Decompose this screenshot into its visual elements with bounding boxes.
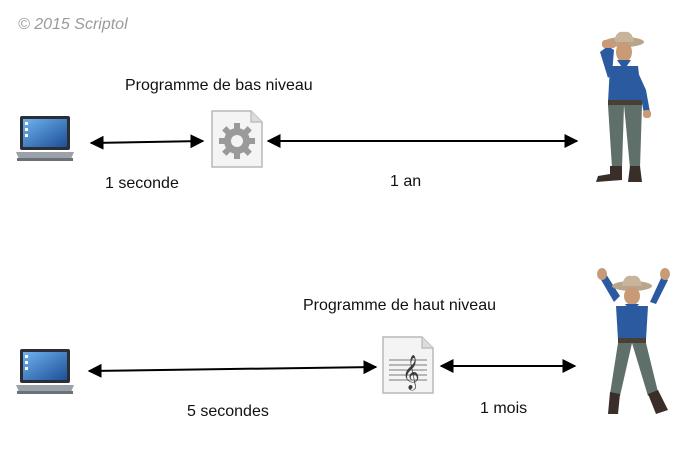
gear-document-icon (211, 110, 263, 168)
arrow-computer-to-low-program (89, 134, 205, 150)
cowboy-cheering-icon (597, 268, 670, 414)
top-computer-time-label: 1 seconde (105, 175, 179, 192)
bottom-computer-time-label: 5 secondes (187, 403, 269, 420)
arrow-computer-to-high-program (87, 360, 378, 378)
copyright-text: © 2015 Scriptol (18, 16, 128, 33)
laptop-icon (16, 349, 74, 394)
high-level-program-label: Programme de haut niveau (303, 297, 496, 314)
bottom-human-time-label: 1 mois (480, 400, 528, 417)
cowboy-waiting-icon (596, 31, 651, 182)
music-document-icon: 𝄞 (382, 336, 434, 394)
top-human-time-label: 1 an (390, 173, 422, 190)
svg-text:𝄞: 𝄞 (402, 355, 420, 391)
laptop-icon (16, 116, 74, 161)
low-level-program-label: Programme de bas niveau (125, 77, 313, 94)
